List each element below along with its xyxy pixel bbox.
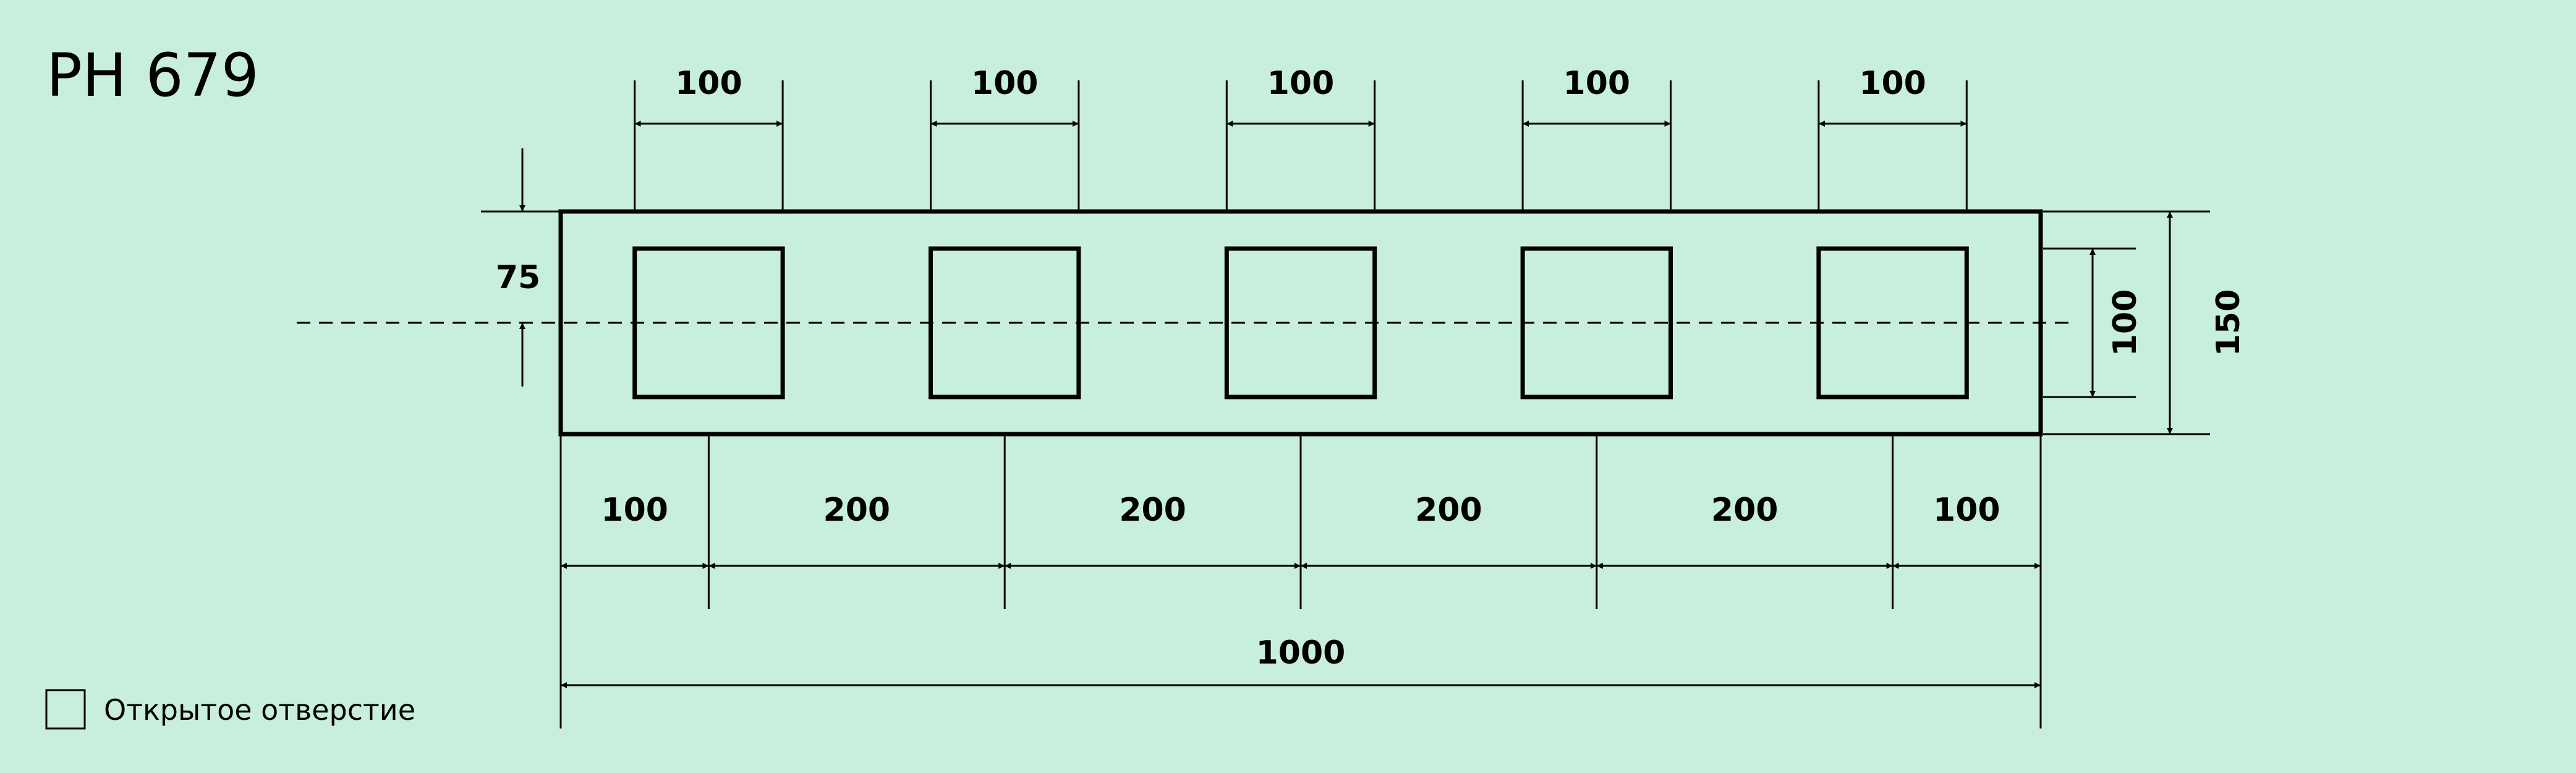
left-offset-dimension	[481, 148, 559, 386]
open-hole	[929, 246, 1081, 399]
open-hole	[1520, 246, 1673, 399]
right-dimensions	[2043, 210, 2210, 435]
total-length-dimension	[559, 434, 2042, 728]
open-hole	[1224, 246, 1377, 399]
hole-width-dimensions: 100 100 100 100 100	[634, 65, 1968, 210]
hole-width-label: 100	[1267, 65, 1335, 102]
segment-label: 200	[823, 492, 891, 529]
segment-label: 100	[1933, 492, 2000, 529]
open-square-icon	[45, 689, 86, 730]
legend-text: Открытое отверстие	[104, 693, 415, 727]
segment-label: 100	[601, 492, 668, 529]
total-height-label: 150	[2210, 289, 2247, 357]
hole-width-label: 100	[971, 65, 1039, 102]
hole-height-label: 100	[2107, 289, 2144, 357]
holes-group	[632, 246, 1969, 399]
hole-width-label: 100	[675, 65, 742, 102]
segment-label: 200	[1711, 492, 1779, 529]
drawing-title: PH 679	[46, 41, 259, 110]
segment-dimensions: 100 200 200 200 200 100	[559, 434, 2042, 609]
hole-width-label: 100	[1859, 65, 1926, 102]
total-length-label: 1000	[1256, 634, 1346, 672]
open-hole	[632, 246, 785, 399]
segment-label: 200	[1119, 492, 1186, 529]
hole-width-label: 100	[1563, 65, 1631, 102]
open-hole	[1816, 246, 1969, 399]
segment-label: 200	[1415, 492, 1482, 529]
left-offset-label: 75	[496, 259, 540, 296]
